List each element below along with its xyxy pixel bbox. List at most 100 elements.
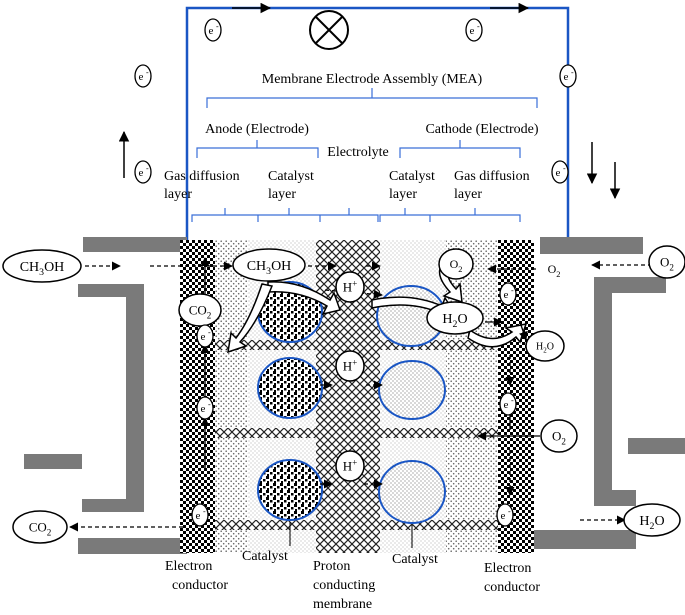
proton-bubble: H+ — [335, 450, 365, 482]
svg-text:CO2: CO2 — [189, 303, 212, 321]
svg-text:-: - — [511, 396, 514, 405]
proton-bubble: H+ — [335, 350, 365, 382]
co2-exhaust-bubble: CO2 — [12, 510, 68, 544]
flow-arrows — [69, 257, 652, 532]
cathode-gdl-label: layer — [454, 187, 482, 202]
electron-icon: e- — [496, 503, 514, 527]
membrane-label: membrane — [313, 597, 372, 612]
electron-icon: e- — [204, 18, 222, 42]
electron-icon: e- — [499, 392, 517, 416]
svg-text:H+: H+ — [343, 278, 358, 294]
electron-icon: e- — [196, 324, 214, 348]
electron-icon: e- — [134, 64, 152, 88]
svg-text:-: - — [216, 22, 219, 31]
svg-text:O2: O2 — [660, 255, 674, 273]
svg-text:e: e — [470, 25, 475, 37]
cathode-catalyst-bottom-label: Catalyst — [392, 552, 438, 567]
anode-flow-plate — [24, 237, 187, 554]
anode-electron-conductor-label: conductor — [172, 578, 228, 593]
proton-bubble: H+ — [335, 271, 365, 303]
water-bubble: H2O — [525, 330, 565, 362]
membrane-label: conducting — [313, 578, 375, 593]
svg-text:H2O: H2O — [442, 312, 467, 330]
cathode-label: Cathode (Electrode) — [425, 122, 538, 137]
cathode-electron-conductor-label: conductor — [484, 580, 540, 595]
label-pointers — [289, 522, 413, 548]
anode-electron-conductor — [180, 240, 215, 553]
anode-catalyst-bottom-label: Catalyst — [242, 549, 288, 564]
electrolyte-label: Electrolyte — [327, 145, 388, 160]
anode-gdl-label: Gas diffusion — [164, 169, 240, 184]
svg-text:-: - — [563, 164, 566, 173]
svg-text:-: - — [146, 164, 149, 173]
svg-text:-: - — [508, 507, 511, 516]
electron-icon: e- — [134, 160, 152, 184]
oxygen-bubble: O2 — [438, 248, 474, 280]
mea-bracket — [206, 88, 538, 108]
electron-icon: e- — [191, 503, 209, 527]
svg-text:-: - — [208, 400, 211, 409]
electron-icon: e- — [196, 396, 214, 420]
methanol-bubble: CH3OH — [232, 248, 306, 282]
svg-text:-: - — [511, 286, 514, 295]
svg-text:e: e — [504, 399, 509, 411]
water-bubble: H2O — [426, 301, 484, 335]
anode-catalyst-label: layer — [268, 187, 296, 202]
catalyst-support-ribs — [215, 340, 498, 530]
anode-catalyst-label: Catalyst — [268, 169, 314, 184]
svg-text:e: e — [504, 289, 509, 301]
water-exhaust-bubble: H2O — [623, 503, 681, 537]
svg-text:e: e — [556, 167, 561, 179]
svg-text:e: e — [139, 167, 144, 179]
svg-text:CH3OH: CH3OH — [20, 260, 65, 278]
cathode-flow-plate — [532, 237, 685, 549]
anode-electron-conductor-label: Electron — [165, 559, 212, 574]
oxygen-label: O2 — [548, 262, 561, 279]
cathode-gdl-label: Gas diffusion — [454, 169, 530, 184]
membrane-label: Proton — [313, 559, 350, 574]
svg-text:e: e — [201, 403, 206, 415]
circuit-wire — [185, 6, 570, 240]
svg-text:-: - — [571, 68, 574, 77]
svg-text:H2O: H2O — [536, 342, 554, 355]
electron-icon: e- — [559, 64, 577, 88]
electron-icon: e- — [465, 18, 483, 42]
anode-gdl-label: layer — [164, 187, 192, 202]
electron-icon: e- — [499, 282, 517, 306]
svg-text:e: e — [501, 510, 506, 522]
anode-gas-diffusion-layer — [215, 240, 248, 553]
svg-text:-: - — [208, 328, 211, 337]
methanol-feed-bubble: CH3OH — [2, 249, 82, 283]
svg-text:H+: H+ — [343, 357, 358, 373]
layer-brackets — [191, 208, 521, 222]
lamp-icon — [309, 10, 349, 50]
anode-catalyst-particle — [257, 281, 323, 521]
oxygen-feed-bubble: O2 — [648, 245, 685, 279]
svg-text:e: e — [139, 71, 144, 83]
oxygen-bubble: O2 — [540, 419, 578, 453]
svg-text:O2: O2 — [450, 257, 463, 274]
electron-icon: e- — [551, 160, 569, 184]
svg-text:H2O: H2O — [639, 514, 664, 532]
svg-text:O2: O2 — [552, 429, 566, 447]
mea-title: Membrane Electrode Assembly (MEA) — [262, 72, 483, 87]
svg-text:e: e — [196, 510, 201, 522]
svg-text:O2: O2 — [548, 262, 561, 279]
svg-text:-: - — [477, 22, 480, 31]
svg-text:-: - — [203, 507, 206, 516]
svg-text:e: e — [209, 25, 214, 37]
svg-text:-: - — [146, 68, 149, 77]
anode-bracket — [196, 140, 319, 158]
svg-text:e: e — [564, 71, 569, 83]
svg-text:H+: H+ — [343, 457, 358, 473]
cathode-electron-conductor-label: Electron — [484, 561, 531, 576]
svg-text:e: e — [201, 331, 206, 343]
svg-text:CH3OH: CH3OH — [247, 259, 292, 277]
cathode-catalyst-label: Catalyst — [389, 169, 435, 184]
co2-bubble: CO2 — [178, 293, 222, 327]
cathode-bracket — [399, 140, 521, 158]
svg-text:CO2: CO2 — [29, 520, 52, 538]
cathode-catalyst-label: layer — [389, 187, 417, 202]
anode-label: Anode (Electrode) — [205, 122, 309, 137]
